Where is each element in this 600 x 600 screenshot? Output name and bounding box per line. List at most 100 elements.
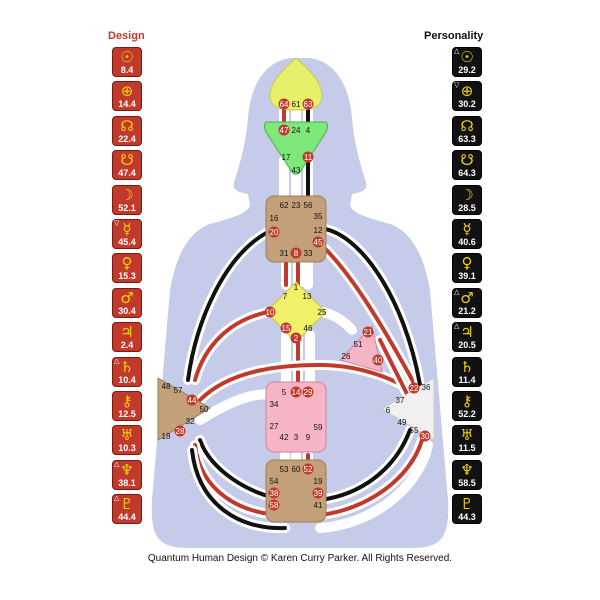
gate-41: 41 (314, 501, 323, 510)
gate-30-marker (419, 430, 431, 442)
planet-symbol-icon: ⊕ (120, 82, 134, 101)
planet-gate-value: 21.2 (458, 305, 476, 316)
gate-20: 20 (270, 228, 279, 237)
gate-29: 29 (304, 388, 313, 397)
planet-symbol-icon: ⚷ (121, 392, 133, 410)
spleen-center (157, 377, 211, 441)
planet-symbol-icon: ☉ (460, 48, 474, 66)
planet-symbol-icon: ⊕ (460, 82, 474, 101)
channel-19-49 (318, 428, 412, 502)
gate-60: 60 (292, 465, 301, 474)
channel-44-26-arc (198, 362, 417, 402)
fixing-mark-icon: △ (114, 356, 120, 365)
sacral-center (265, 381, 327, 453)
gate-61: 61 (292, 100, 301, 109)
personality-planet-tile: ♆58.5 (452, 459, 482, 490)
planet-gate-value: 11.4 (458, 374, 476, 385)
gate-23: 23 (292, 201, 301, 210)
channel-20-57 (186, 230, 270, 382)
gate-37: 37 (396, 396, 405, 405)
planet-symbol-icon: ☊ (120, 116, 134, 135)
gate-58: 58 (270, 501, 279, 510)
gate-7: 7 (283, 292, 288, 301)
gate-25: 25 (318, 308, 327, 317)
design-planet-tile: ☉8.4 (112, 47, 142, 77)
personality-planet-tile: ☽28.5 (452, 184, 482, 215)
gate-22-marker (408, 382, 420, 394)
gate-24: 24 (292, 126, 301, 135)
heart-center (339, 324, 383, 373)
planet-symbol-icon: ♃ (460, 323, 474, 342)
gate-21: 21 (364, 328, 373, 337)
gate-10: 10 (266, 308, 275, 317)
planet-symbol-icon: ♄ (460, 357, 474, 376)
gate-8: 8 (294, 249, 299, 258)
channels-layer (183, 105, 433, 534)
planet-gate-value: 52.1 (118, 202, 136, 213)
gate-14: 14 (292, 388, 301, 397)
planet-symbol-icon: ♇ (120, 495, 134, 514)
gate-13: 13 (303, 292, 312, 301)
design-planet-tile: △♇44.4 (112, 494, 142, 525)
planet-symbol-icon: ☽ (460, 185, 474, 204)
gate-32: 32 (186, 417, 195, 426)
design-planet-tile: ☽52.1 (112, 184, 142, 215)
gate-36: 36 (422, 383, 431, 392)
personality-planet-tile: △♂21.2 (452, 287, 482, 318)
gate-40-marker (372, 354, 384, 366)
planet-gate-value: 11.5 (458, 443, 476, 454)
gate-9: 9 (306, 433, 311, 442)
design-planet-tile: ⊕14.4 (112, 81, 142, 112)
gate-19: 19 (314, 477, 323, 486)
personality-planet-tile: △☉29.2 (452, 47, 482, 77)
gate-2-marker (290, 332, 302, 344)
design-planet-tile: ♂30.4 (112, 287, 142, 318)
personality-planet-tile: ▽⊕30.2 (452, 81, 482, 112)
gate-28-marker (174, 425, 186, 437)
planet-gate-value: 14.4 (118, 99, 136, 110)
gate-43: 43 (292, 166, 301, 175)
planet-symbol-icon: ☊ (460, 116, 474, 135)
gate-52: 52 (304, 465, 313, 474)
gate-64-marker (278, 98, 290, 110)
planet-gate-value: 30.2 (458, 99, 476, 110)
planet-symbol-icon: ☋ (120, 151, 134, 170)
gate-47: 47 (280, 126, 289, 135)
gate-39-marker (312, 487, 324, 499)
gate-64: 64 (280, 100, 289, 109)
planet-gate-value: 38.1 (118, 477, 136, 488)
planet-gate-value: 8.4 (120, 65, 134, 75)
planet-gate-value: 64.3 (458, 168, 476, 179)
personality-planet-tile: ♀39.1 (452, 253, 482, 284)
gate-46: 46 (304, 324, 313, 333)
personality-planet-tile: ☊63.3 (452, 115, 482, 146)
gate-34: 34 (270, 400, 279, 409)
root-center (265, 459, 327, 523)
design-planet-tile: ⚷12.5 (112, 391, 142, 421)
gate-45: 45 (314, 238, 323, 247)
design-planet-tile: ☋47.4 (112, 150, 142, 181)
planet-symbol-icon: ☉ (120, 48, 134, 66)
solar-plexus-center (381, 377, 435, 441)
planet-gate-value: 58.5 (458, 477, 476, 488)
planet-symbol-icon: ☿ (462, 220, 472, 238)
gate-63: 63 (304, 100, 313, 109)
planet-symbol-icon: ♆ (460, 460, 474, 479)
gate-21-marker (362, 326, 374, 338)
gate-47-marker (278, 124, 290, 136)
gate-31: 31 (280, 249, 289, 258)
planet-gate-value: 45.4 (118, 237, 136, 247)
fixing-mark-icon: ▽ (454, 81, 460, 90)
gate-16: 16 (270, 214, 279, 223)
design-planet-tile: ▽☿45.4 (112, 219, 142, 249)
planet-gate-value: 15.3 (118, 271, 136, 282)
gate-2: 2 (294, 334, 299, 343)
gate-50: 50 (200, 405, 209, 414)
planet-symbol-icon: ♂ (460, 288, 474, 307)
planet-gate-value: 22.4 (118, 133, 136, 144)
planet-gate-value: 12.5 (118, 409, 136, 419)
planet-symbol-icon: ♂ (120, 288, 134, 307)
gate-33: 33 (304, 249, 313, 258)
planet-gate-value: 10.4 (118, 374, 136, 385)
